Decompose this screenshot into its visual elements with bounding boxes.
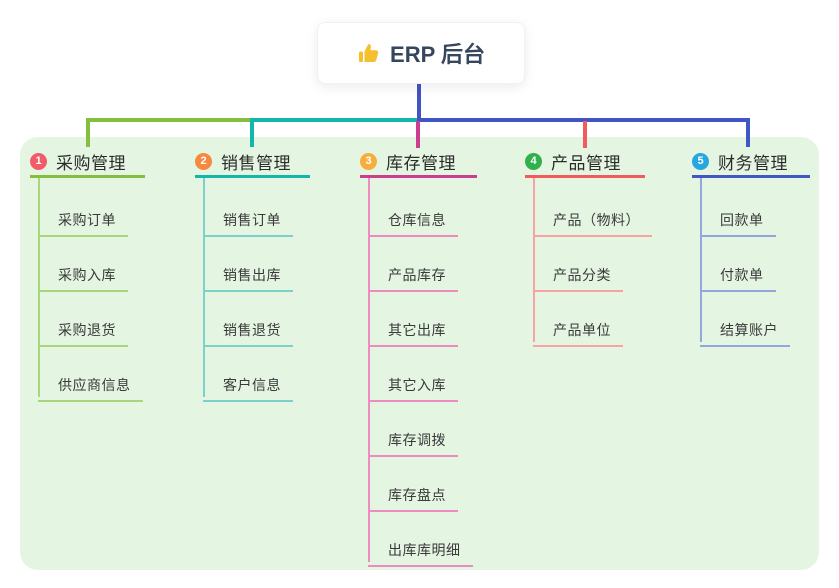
- branch-header[interactable]: 3 库存管理: [360, 148, 456, 175]
- child-node[interactable]: 采购入库: [38, 257, 128, 292]
- child-node[interactable]: 采购退货: [38, 312, 128, 347]
- branch-number-badge: 4: [525, 153, 542, 170]
- child-node[interactable]: 销售退货: [203, 312, 293, 347]
- child-node[interactable]: 回款单: [700, 202, 776, 237]
- child-node[interactable]: 其它出库: [368, 312, 458, 347]
- drop-line-branch-4: [583, 121, 587, 148]
- child-node[interactable]: 销售订单: [203, 202, 293, 237]
- branch-underline-line: [525, 175, 645, 178]
- branch-number-badge: 5: [692, 153, 709, 170]
- child-node[interactable]: 供应商信息: [38, 367, 143, 402]
- branch-underline-line: [692, 175, 810, 178]
- branch-vertical-line: [203, 178, 205, 397]
- child-node[interactable]: 客户信息: [203, 367, 293, 402]
- child-node[interactable]: 出库库明细: [368, 532, 473, 567]
- child-node[interactable]: 库存调拨: [368, 422, 458, 457]
- branch-title: 采购管理: [56, 154, 126, 173]
- child-node[interactable]: 产品（物料）: [533, 202, 652, 237]
- root-label: ERP 后台: [390, 42, 485, 67]
- bus-line-branch-1: [86, 118, 252, 122]
- branch-vertical-line: [700, 178, 702, 342]
- child-node[interactable]: 库存盘点: [368, 477, 458, 512]
- branch-header[interactable]: 4 产品管理: [525, 148, 621, 175]
- drop-line-branch-2: [250, 118, 254, 147]
- drop-line-branch-5: [746, 118, 750, 147]
- branch-header[interactable]: 2 销售管理: [195, 148, 291, 175]
- branch-title: 销售管理: [221, 154, 291, 173]
- child-node[interactable]: 结算账户: [700, 312, 790, 347]
- child-node[interactable]: 采购订单: [38, 202, 128, 237]
- branch-vertical-line: [368, 178, 370, 562]
- child-node[interactable]: 付款单: [700, 257, 776, 292]
- branch-number-badge: 1: [30, 153, 47, 170]
- bus-line-branch-5: [417, 118, 750, 122]
- branch-title: 库存管理: [386, 154, 456, 173]
- branch-title: 产品管理: [551, 154, 621, 173]
- branch-header[interactable]: 5 财务管理: [692, 148, 788, 175]
- child-node[interactable]: 产品库存: [368, 257, 458, 292]
- branch-vertical-line: [533, 178, 535, 342]
- child-node[interactable]: 销售出库: [203, 257, 293, 292]
- branch-title: 财务管理: [718, 154, 788, 173]
- branches-panel: [20, 137, 819, 570]
- drop-line-branch-1: [86, 118, 90, 147]
- trunk-connector-line: [417, 81, 421, 122]
- child-node[interactable]: 仓库信息: [368, 202, 458, 237]
- branch-number-badge: 3: [360, 153, 377, 170]
- branch-underline-line: [30, 175, 145, 178]
- branch-number-badge: 2: [195, 153, 212, 170]
- branch-header[interactable]: 1 采购管理: [30, 148, 126, 175]
- drop-line-branch-3: [416, 121, 420, 148]
- bus-line-branch-2: [250, 118, 418, 122]
- child-node[interactable]: 产品分类: [533, 257, 623, 292]
- child-node[interactable]: 其它入库: [368, 367, 458, 402]
- child-node[interactable]: 产品单位: [533, 312, 623, 347]
- branch-underline-line: [195, 175, 310, 178]
- branch-underline-line: [360, 175, 477, 178]
- thumbs-up-icon: [357, 41, 381, 65]
- root-node[interactable]: ERP 后台: [317, 22, 525, 84]
- branch-vertical-line: [38, 178, 40, 397]
